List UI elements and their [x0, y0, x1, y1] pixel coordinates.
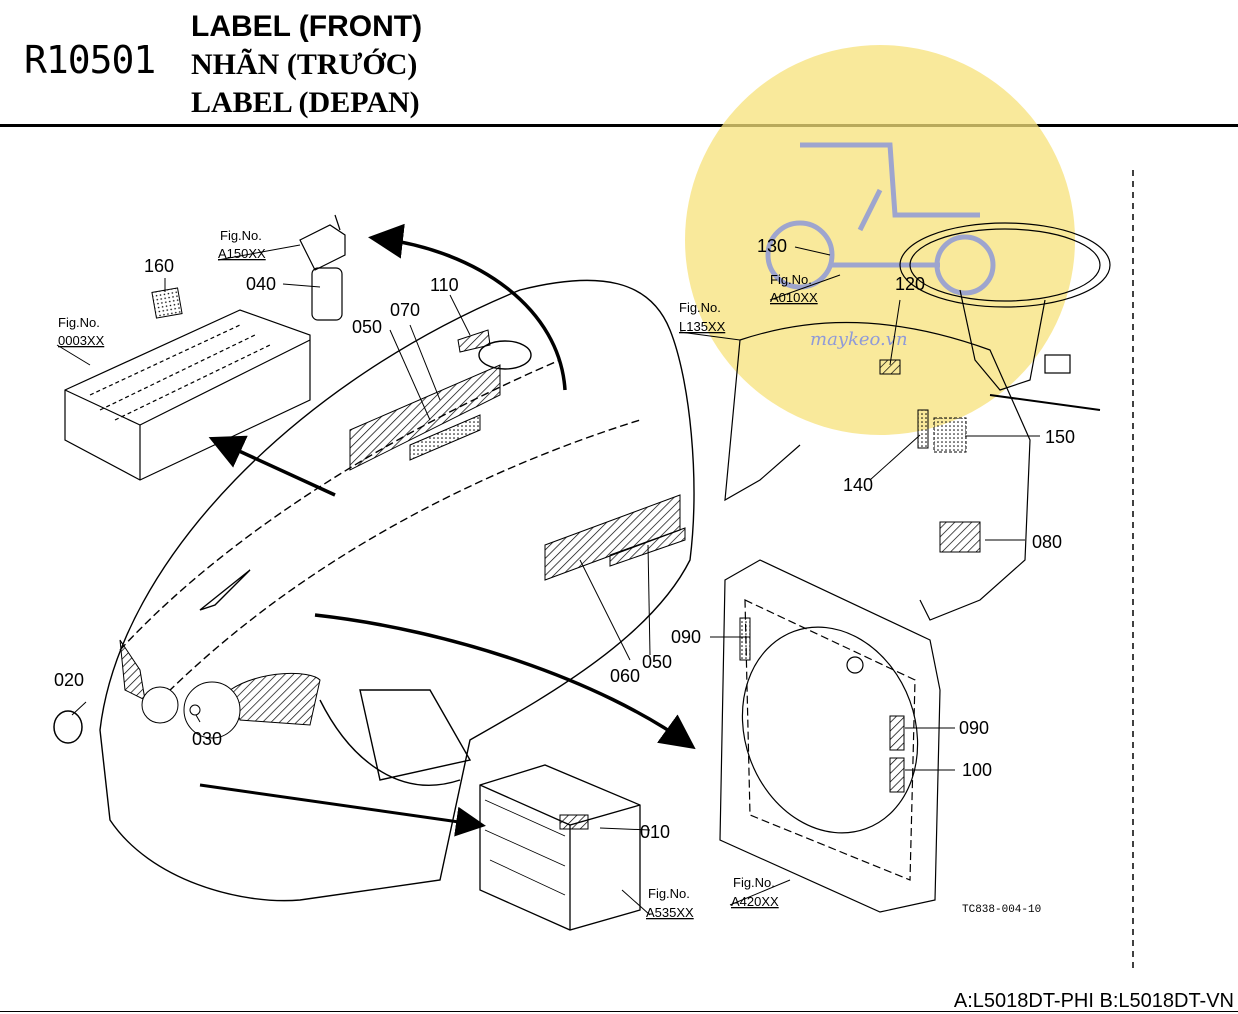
- steering-dash: [724, 222, 1111, 621]
- title-indonesian: LABEL (DEPAN): [191, 86, 420, 119]
- label-090-left: [739, 617, 751, 661]
- figref-a010xx: Fig.No. A010XX: [770, 272, 818, 305]
- decal-fuel: [457, 329, 491, 353]
- callout-140: 140: [843, 475, 873, 495]
- callout-110: 110: [430, 275, 459, 295]
- headlamp-left: [119, 639, 146, 701]
- figref-a535xx: Fig.No. A535XX: [646, 886, 694, 920]
- figref-label: Fig.No.: [648, 886, 690, 901]
- part-code: R10501: [24, 38, 156, 82]
- figref-code: A150XX: [218, 246, 266, 261]
- leader-lines: [56, 244, 1040, 916]
- fuel-cap: [478, 340, 532, 370]
- figref-label: Fig.No.: [58, 315, 100, 330]
- label-090-right: [889, 715, 905, 751]
- label-100: [889, 757, 905, 793]
- radiator-frame: [719, 559, 941, 913]
- decal-top-logo: [349, 364, 501, 471]
- figref-code: A535XX: [646, 905, 694, 920]
- label-150: [933, 417, 967, 453]
- callout-030: 030: [192, 729, 222, 749]
- model-footer: A:L5018DT-PHI B:L5018DT-VN: [953, 990, 1234, 1012]
- hood-assembly: [99, 279, 695, 902]
- title-english: LABEL (FRONT): [191, 10, 423, 43]
- callout-070: 070: [390, 300, 420, 320]
- header-rule: [0, 124, 1238, 127]
- figref-label: Fig.No.: [220, 228, 262, 243]
- decal-side-stripe: [609, 527, 686, 567]
- flow-arrows: [199, 223, 696, 837]
- front-emblem: [141, 686, 179, 724]
- figref-code: L135XX: [679, 319, 726, 334]
- fuel-filter: [299, 214, 346, 321]
- figref-label: Fig.No.: [679, 300, 721, 315]
- callout-160: 160: [144, 256, 174, 276]
- callout-020: 020: [54, 670, 84, 690]
- label-080: [939, 521, 981, 553]
- callout-090-right: 090: [959, 718, 989, 738]
- figref-label: Fig.No.: [733, 875, 775, 890]
- callout-060: 060: [610, 666, 640, 686]
- footer-rule: [0, 1011, 1238, 1012]
- callout-010: 010: [640, 822, 670, 842]
- figref-a420xx: Fig.No. A420XX: [731, 875, 779, 909]
- emblem-020: [53, 710, 83, 744]
- decal-top-warning: [409, 414, 481, 461]
- label-030-mark: [189, 704, 201, 716]
- label-140: [917, 409, 929, 449]
- callout-040: 040: [246, 274, 276, 294]
- figref-l135xx: Fig.No. L135XX: [679, 300, 726, 334]
- battery: [479, 764, 641, 931]
- callout-130: 130: [757, 236, 787, 256]
- callout-100: 100: [962, 760, 992, 780]
- callout-050-top: 050: [352, 317, 382, 337]
- callout-050-side: 050: [642, 652, 672, 672]
- title-vietnamese: NHÃN (TRƯỚC): [191, 48, 418, 81]
- figref-a150xx: Fig.No. A150XX: [218, 228, 266, 261]
- callout-150: 150: [1045, 427, 1075, 447]
- callout-090-left: 090: [671, 627, 701, 647]
- label-120: [879, 359, 901, 375]
- label-010: [559, 814, 589, 830]
- figref-code: 0003XX: [58, 333, 105, 348]
- grille-circle: [183, 681, 241, 739]
- callout-080: 080: [1032, 532, 1062, 552]
- drawing-id: TC838-004-10: [962, 904, 1041, 916]
- tractor-logo-icon: [765, 142, 996, 296]
- callout-120: 120: [895, 274, 925, 294]
- figref-code: A010XX: [770, 290, 818, 305]
- watermark: maykeo.vn: [685, 45, 1075, 435]
- watermark-text: maykeo.vn: [810, 329, 908, 350]
- watermark-circle: [685, 45, 1075, 435]
- headlamp-right: [229, 673, 321, 726]
- figref-0003xx: Fig.No. 0003XX: [58, 315, 105, 348]
- figref-code: A420XX: [731, 894, 779, 909]
- engine-head: [64, 309, 311, 481]
- label-160: [151, 287, 183, 319]
- figref-label: Fig.No.: [770, 272, 812, 287]
